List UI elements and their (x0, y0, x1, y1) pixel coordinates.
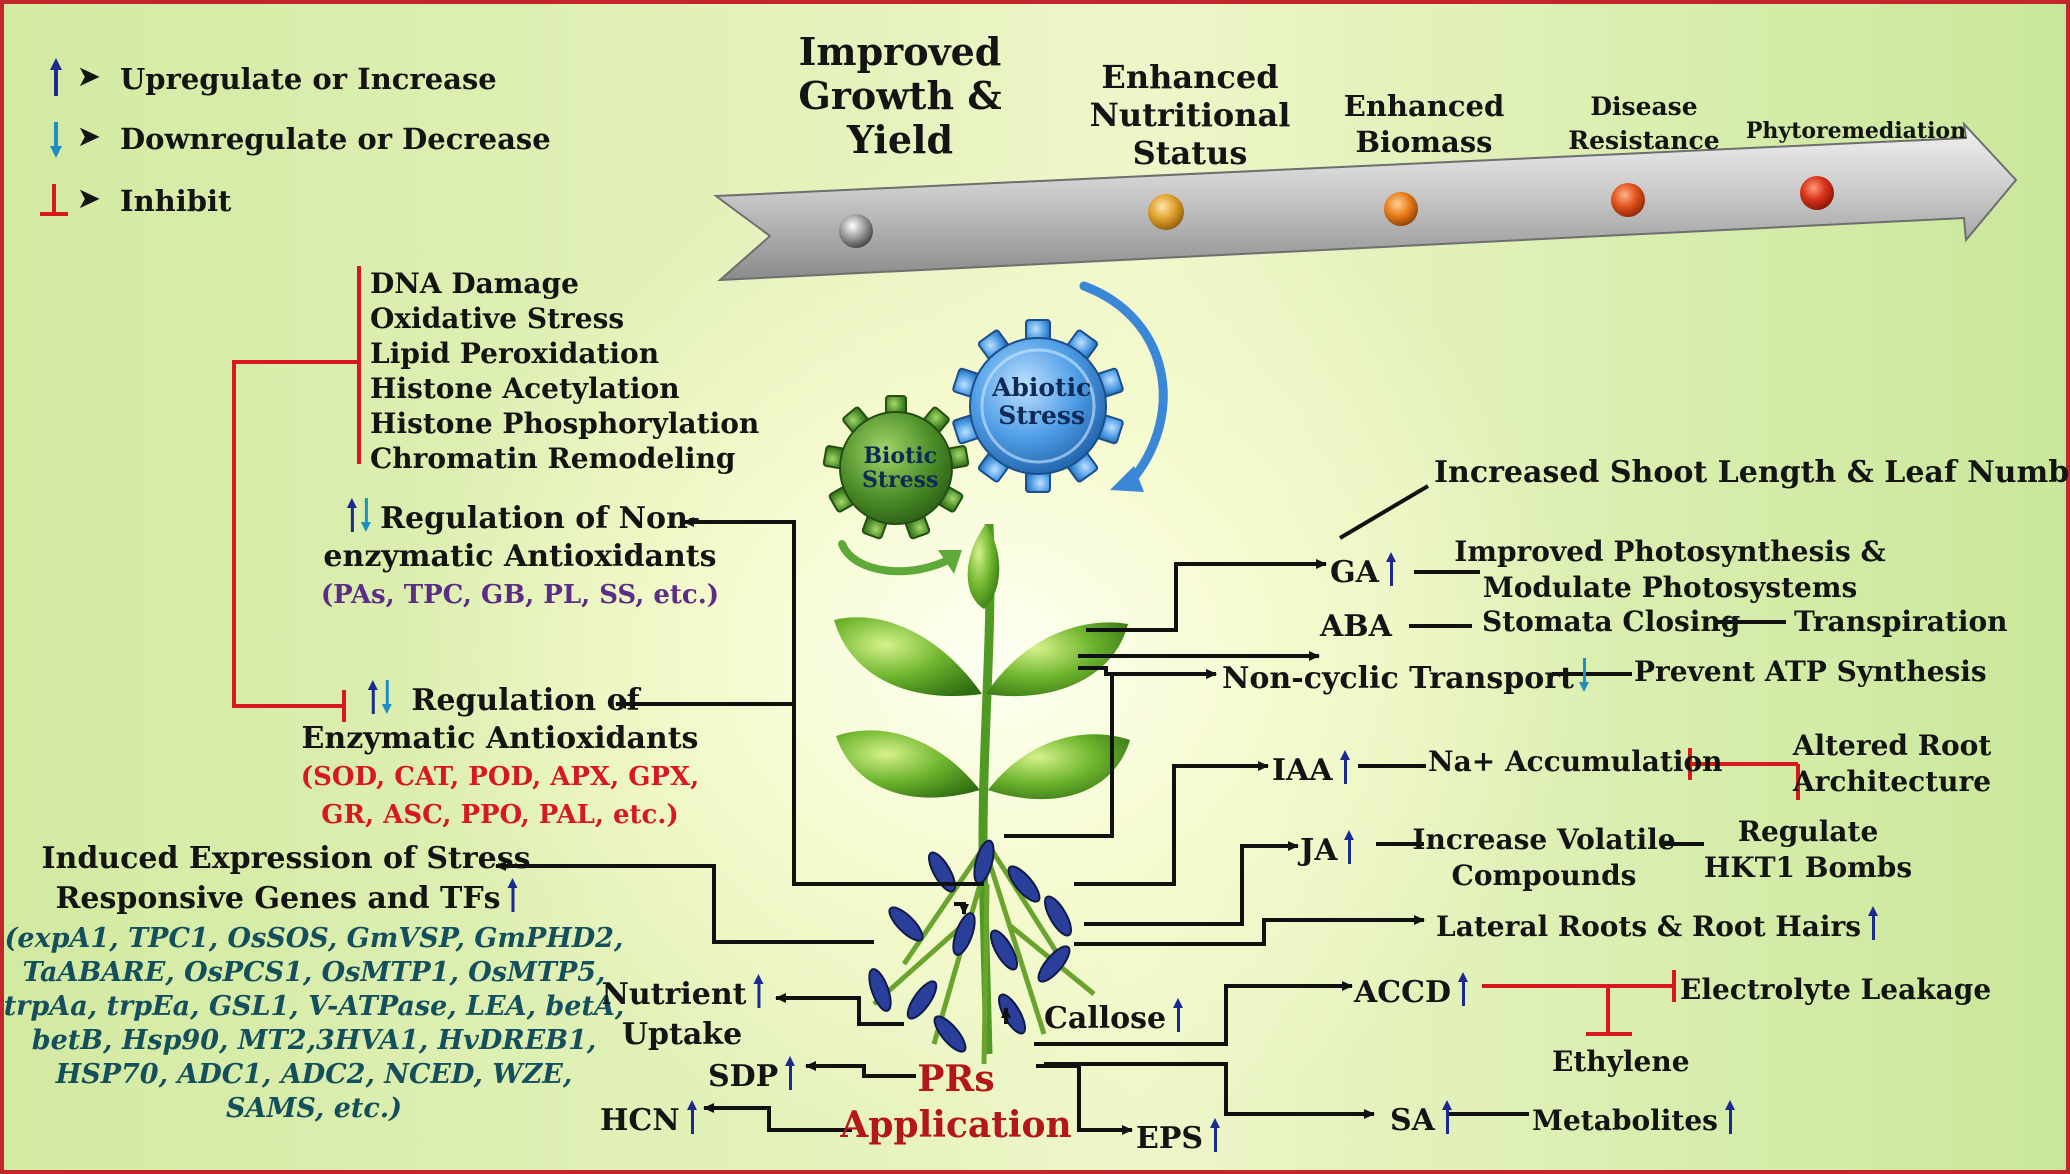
up-arrow-icon (1173, 998, 1184, 1032)
transpiration-label: Transpiration (1794, 605, 2008, 638)
damage-item: Histone Acetylation (370, 372, 680, 405)
atp-label: Prevent ATP Synthesis (1634, 655, 1987, 688)
genes-list: (expA1, TPC1, OsSOS, GmVSP, GmPHD2,TaABA… (3, 923, 625, 1124)
up-arrow-icon (686, 1100, 697, 1134)
damage-item: Oxidative Stress (370, 302, 625, 335)
legend-upregulate-label: Upregulate or Increase (120, 62, 497, 96)
na-accumulation-label: Na+ Accumulation (1428, 745, 1723, 778)
lateral-roots-label: Lateral Roots & Root Hairs (1436, 906, 1879, 941)
chevron-right-icon: ➤ (78, 184, 100, 214)
iaa-label: IAA (1272, 750, 1350, 786)
up-arrow-icon (367, 680, 378, 714)
enzymatic-examples-2: GR, ASC, PPO, PAL, etc.) (321, 800, 679, 830)
aba-label: ABA (1320, 609, 1392, 644)
damage-item: Lipid Peroxidation (370, 337, 660, 370)
stage-dot-biomass (1384, 192, 1418, 226)
right-connectors (1004, 559, 1425, 1119)
shoot-length-label: Increased Shoot Length & Leaf Number (1434, 455, 2070, 490)
up-arrow-icon (1868, 906, 1879, 940)
damage-list: DNA Damage Oxidative Stress Lipid Peroxi… (370, 266, 759, 476)
up-arrow-icon (1441, 1100, 1452, 1134)
chevron-right-icon: ➤ (78, 62, 100, 92)
damage-item: Histone Phosphorylation (370, 407, 760, 440)
eps-label: EPS (1136, 1118, 1221, 1154)
up-arrow-icon (346, 498, 357, 532)
stage-phytoremediation: Phytoremediation (1745, 118, 1967, 144)
abiotic-stress-gear (952, 319, 1124, 493)
stomata-label: Stomata Closing (1482, 605, 1741, 638)
down-arrow-icon (360, 498, 371, 532)
genes-block: Induced Expression of Stress Responsive … (41, 841, 531, 916)
stage-dot-nutrition (1148, 194, 1184, 230)
up-arrow-icon (785, 1056, 796, 1090)
chevron-right-icon: ➤ (78, 122, 100, 152)
electrolyte-label: Electrolyte Leakage (1680, 973, 1992, 1006)
nonenzymatic-examples: (PAs, TPC, GB, PL, SS, etc.) (320, 580, 720, 610)
right-inhibitions (1482, 748, 1800, 1036)
inhibition-bracket-left (232, 266, 361, 722)
stage-dot-phytoremediation (1800, 176, 1834, 210)
progress-arrow-banner (713, 120, 2018, 282)
nonenzymatic-block: Regulation of Non- enzymatic Antioxidant… (321, 498, 719, 614)
biotic-stress-gear (822, 395, 970, 540)
ga-label: GA (1330, 552, 1396, 588)
up-arrow-icon (1458, 972, 1469, 1006)
nutrient-uptake: Nutrient Uptake (601, 974, 764, 1055)
noncyclic-label: Non-cyclic Transport (1222, 658, 1589, 694)
stage-dot-growth (839, 214, 873, 248)
biotic-cycle-arrow (838, 540, 956, 576)
ja-label: JA (1300, 830, 1355, 866)
diagram-graphics (40, 58, 2018, 1135)
up-arrow-icon (1210, 1118, 1221, 1152)
damage-item: DNA Damage (370, 267, 579, 300)
stage-dot-disease (1611, 183, 1645, 217)
up-arrow-icon (753, 974, 764, 1008)
ethylene-label: Ethylene (1552, 1045, 1690, 1078)
callose-label: Callose (1044, 998, 1184, 1034)
legend-downregulate-label: Downregulate or Decrease (120, 122, 551, 156)
up-arrow-icon (507, 878, 518, 912)
metabolites-label: Metabolites (1532, 1100, 1735, 1135)
damage-item: Chromatin Remodeling (370, 442, 736, 475)
enzymatic-examples-1: (SOD, CAT, POD, APX, GPX, (300, 762, 700, 792)
down-arrow-icon (381, 680, 392, 714)
right-plain-lines (1338, 484, 1786, 1116)
up-arrow-icon (1339, 750, 1350, 784)
hcn-label: HCN (600, 1100, 697, 1136)
abiotic-cycle-arrow (1079, 281, 1168, 485)
sa-label: SA (1390, 1100, 1452, 1136)
photosynthesis-label: Improved Photosynthesis &Modulate Photos… (1454, 535, 1886, 604)
plant-illustration (834, 523, 1130, 1065)
sdp-label: SDP (708, 1056, 796, 1092)
accd-label: ACCD (1354, 972, 1469, 1008)
legend-inhibit-label: Inhibit (120, 184, 232, 218)
up-arrow-icon (1385, 552, 1396, 586)
enzymatic-block: Regulation of Enzymatic Antioxidants (SO… (301, 680, 699, 834)
up-arrow-icon (1344, 830, 1355, 864)
legend-icons (40, 58, 68, 216)
down-arrow-icon (1578, 658, 1589, 692)
up-arrow-icon (1724, 1100, 1735, 1134)
